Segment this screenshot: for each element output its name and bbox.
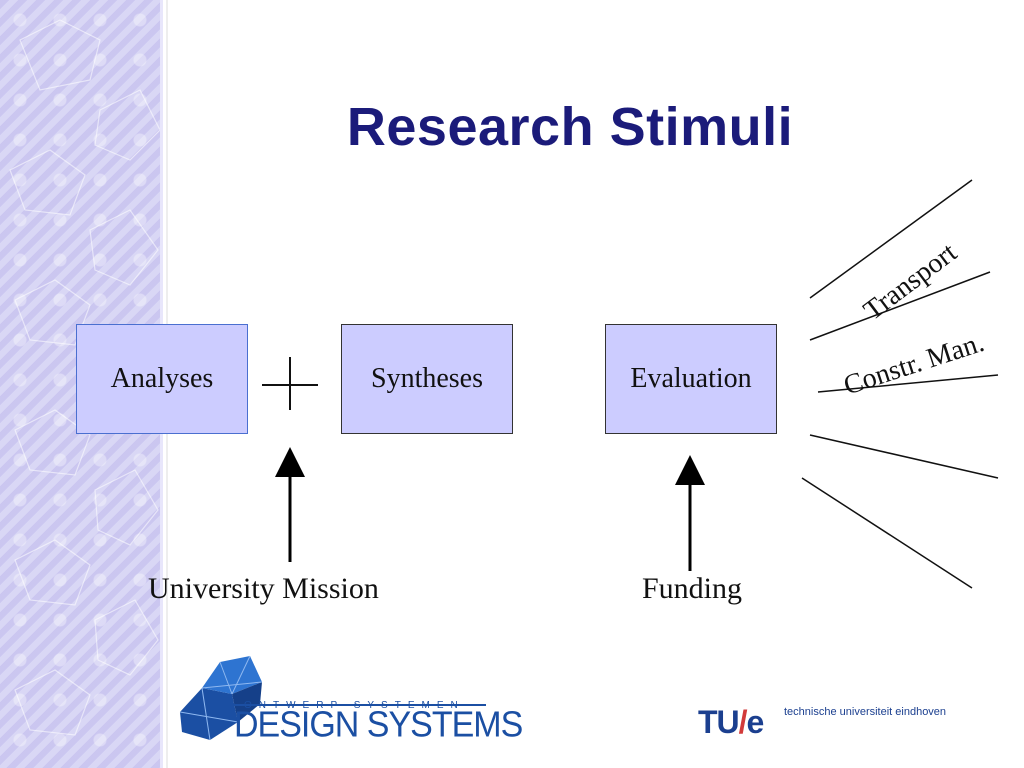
branch-line-4 — [809, 434, 999, 479]
input-funding: Funding — [642, 572, 743, 605]
tue-logo: TU/e — [698, 704, 765, 741]
slide-title: Research Stimuli — [346, 97, 794, 157]
branch-line-5 — [801, 477, 973, 589]
branch-line-constr-man — [809, 271, 991, 341]
design-systems-name: DESIGN SYSTEMS — [234, 705, 523, 745]
tue-logo-tu: TU — [698, 704, 740, 740]
node-analyses-label: Analyses — [110, 363, 214, 394]
sidebar-pattern — [9, 19, 160, 736]
design-systems-tagline: ONTWERP SYSTEMEN — [244, 700, 465, 711]
node-analyses: Analyses — [76, 324, 248, 434]
branch-line-3 — [817, 374, 999, 393]
node-evaluation-label: Evaluation — [630, 363, 752, 394]
node-evaluation: Evaluation — [605, 324, 777, 434]
tue-logo-text: technische universiteit eindhoven — [784, 706, 947, 718]
node-syntheses-label: Syntheses — [371, 363, 483, 394]
tue-logo-slash: / — [738, 704, 748, 740]
input-university-mission: University Mission — [148, 572, 379, 605]
node-syntheses: Syntheses — [341, 324, 513, 434]
design-systems-logo-mark — [179, 655, 486, 741]
branch-line-transport — [809, 179, 973, 299]
tue-logo-e: e — [746, 704, 765, 740]
plus-operator-icon — [262, 357, 318, 410]
